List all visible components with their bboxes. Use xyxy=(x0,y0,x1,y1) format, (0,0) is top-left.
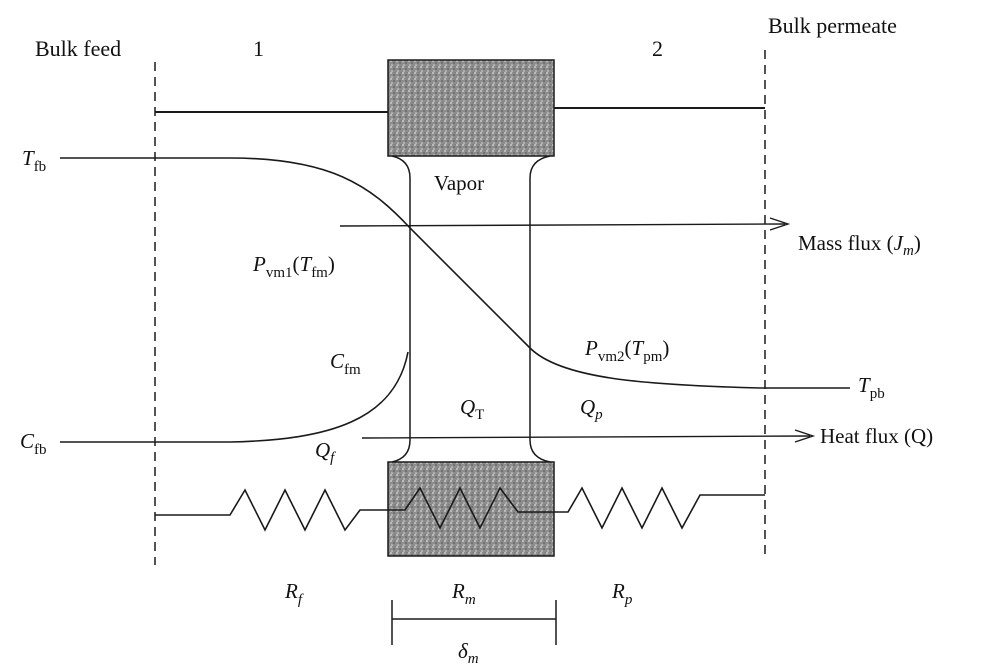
mass-flux-arrowhead xyxy=(769,217,791,231)
vapor-label: Vapor xyxy=(434,171,484,195)
mass-flux-arrow xyxy=(339,223,786,227)
q-t-label: QT xyxy=(460,395,484,423)
bulk-feed-label: Bulk feed xyxy=(35,36,121,61)
q-p-label: Qp xyxy=(580,395,603,423)
membrane-resistance-zigzag xyxy=(388,486,554,530)
heat-flux-arrow xyxy=(361,435,811,439)
r-m-label: Rm xyxy=(451,579,476,608)
feed-resistance-zigzag xyxy=(155,488,388,532)
c-fb-label: Cfb xyxy=(20,429,47,458)
mass-flux-label: Mass flux (Jm) xyxy=(798,231,921,259)
r-f-label: Rf xyxy=(284,579,304,608)
heat-flux-label: Heat flux (Q) xyxy=(820,424,933,448)
temperature-profile-curve xyxy=(60,157,850,389)
membrane-top-block xyxy=(387,59,555,157)
q-f-label: Qf xyxy=(315,438,336,466)
permeate-resistance-zigzag xyxy=(554,486,765,530)
region-2-label: 2 xyxy=(652,36,663,61)
pore-wall-right xyxy=(529,155,551,463)
t-pb-label: Tpb xyxy=(858,373,885,402)
t-fb-label: Tfb xyxy=(22,146,46,175)
concentration-profile-curve xyxy=(60,351,409,443)
r-p-label: Rp xyxy=(611,579,633,608)
delta-m-label: δm xyxy=(458,639,479,665)
c-fm-label: Cfm xyxy=(330,349,361,378)
p-vm1-label: Pvm1(Tfm) xyxy=(252,252,335,281)
heat-flux-arrowhead xyxy=(794,429,816,443)
p-vm2-label: Pvm2(Tpm) xyxy=(584,336,669,365)
bulk-permeate-label: Bulk permeate xyxy=(768,13,897,38)
pore-wall-left xyxy=(391,155,411,463)
region-1-label: 1 xyxy=(253,36,264,61)
